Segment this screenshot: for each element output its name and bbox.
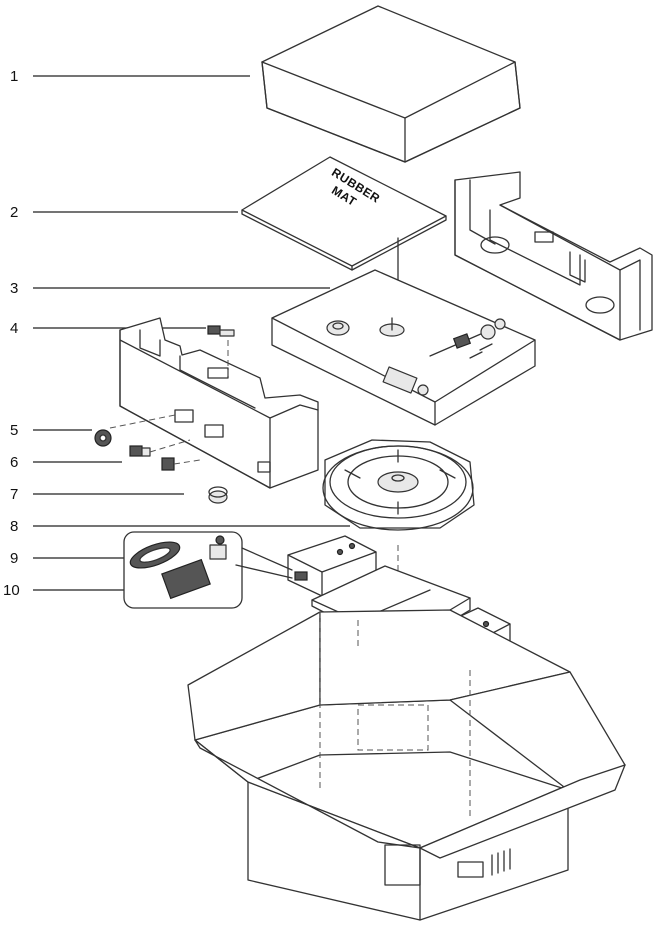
callout-number-5: 5: [10, 422, 19, 439]
callout-number-8: 8: [10, 518, 19, 535]
headshell-part: [207, 325, 235, 378]
turntable-base-part: [271, 269, 536, 426]
callout-number-10: 10: [3, 582, 20, 599]
cardboard-box: [187, 609, 626, 921]
leader-lines: [33, 75, 350, 591]
small-parts: [94, 414, 228, 504]
rubber-mat-part: [241, 156, 447, 311]
callout-number-6: 6: [10, 454, 19, 471]
callout-number-1: 1: [10, 68, 19, 85]
platter-part: [322, 439, 475, 600]
foam-insert-right: [454, 171, 653, 341]
power-adapter-part: [161, 558, 211, 600]
foam-lid-part: [261, 5, 521, 163]
accessory-bag: [123, 531, 243, 609]
callout-number-3: 3: [10, 280, 19, 297]
callout-number-4: 4: [10, 320, 19, 337]
foam-insert-left: [119, 317, 319, 489]
callout-number-2: 2: [10, 204, 19, 221]
clip-part: [129, 445, 143, 457]
callout-number-7: 7: [10, 486, 19, 503]
callout-number-9: 9: [10, 550, 19, 567]
